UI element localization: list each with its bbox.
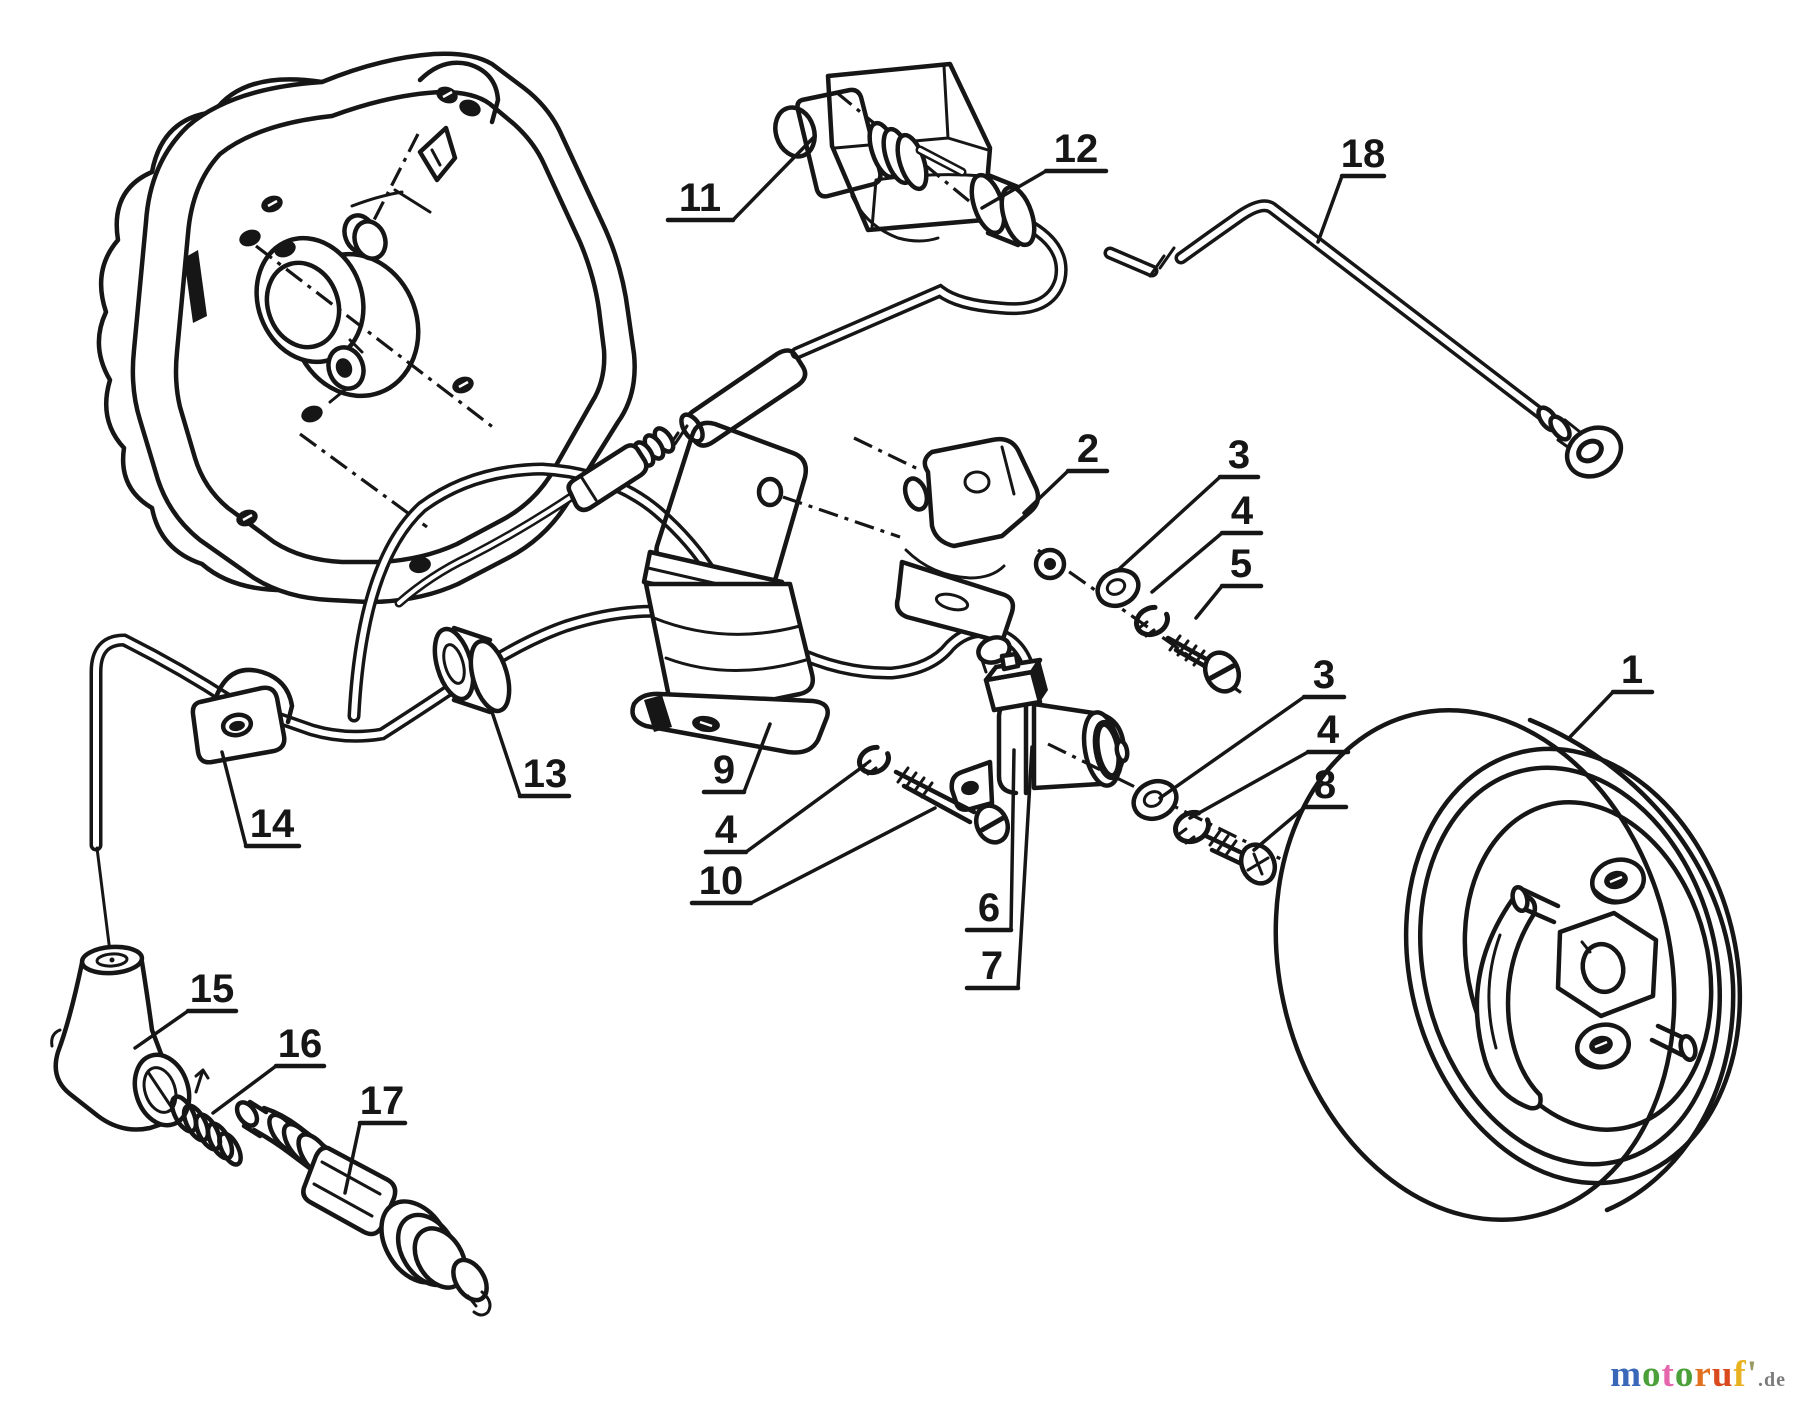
callout-1: 1 xyxy=(1568,648,1655,739)
svg-text:1: 1 xyxy=(1621,648,1643,692)
callout-3b: 3 xyxy=(1158,653,1347,800)
wiring-harness xyxy=(95,181,1549,954)
svg-text:6: 6 xyxy=(978,886,1000,930)
callout-3a: 3 xyxy=(1116,433,1261,572)
ignition-coil xyxy=(630,420,901,755)
flat-washer xyxy=(1095,567,1141,609)
callout-9: 9 xyxy=(701,722,772,795)
svg-text:15: 15 xyxy=(190,967,235,1011)
svg-text:4: 4 xyxy=(1317,708,1340,752)
watermark-suffix: .de xyxy=(1758,1369,1786,1391)
hub-nut-bottom xyxy=(1575,1022,1631,1070)
lock-washer xyxy=(856,744,892,776)
wire-break-ticks xyxy=(1148,246,1176,278)
callout-4b: 4 xyxy=(1188,708,1351,820)
callout-8: 8 xyxy=(1252,763,1349,852)
callout-17: 17 xyxy=(343,1079,408,1195)
callout-16: 16 xyxy=(211,1022,327,1115)
callout-6: 6 xyxy=(964,748,1016,933)
svg-text:14: 14 xyxy=(250,802,295,846)
lead-connector-pieces xyxy=(566,348,808,513)
bolt-holes xyxy=(236,86,481,574)
watermark-logo: motoruf'.de xyxy=(1610,1353,1786,1396)
knurled-adjuster-11 xyxy=(795,87,883,199)
plug-wire-terminal-pin xyxy=(95,846,112,954)
svg-text:12: 12 xyxy=(1054,127,1099,171)
terminal-spring xyxy=(169,1068,243,1167)
callout-2: 2 xyxy=(1022,427,1110,515)
callout-10: 10 xyxy=(689,806,937,906)
svg-text:5: 5 xyxy=(1230,542,1252,586)
knob-end-cap xyxy=(773,105,817,159)
flat-washer xyxy=(1131,778,1179,822)
callout-5: 5 xyxy=(1194,542,1264,620)
lock-washer xyxy=(1133,604,1171,638)
spark-plug-cap xyxy=(50,944,192,1132)
svg-text:7: 7 xyxy=(981,944,1003,988)
callout-4c: 4 xyxy=(703,763,867,855)
callout-4a: 4 xyxy=(1150,489,1264,594)
ring-terminal xyxy=(1536,405,1624,479)
svg-text:18: 18 xyxy=(1341,132,1386,176)
spark-plug xyxy=(234,1099,492,1317)
flywheel xyxy=(1273,708,1743,1222)
callout-7: 7 xyxy=(964,745,1034,991)
svg-text:8: 8 xyxy=(1314,763,1336,807)
svg-text:9: 9 xyxy=(713,748,735,792)
contact-breaker xyxy=(853,436,1244,696)
fasteners-condenser xyxy=(1047,742,1288,886)
flywheel-slot xyxy=(1474,892,1543,1111)
callout-13: 13 xyxy=(490,710,572,799)
screw-8 xyxy=(1203,829,1278,886)
callout-15: 15 xyxy=(133,967,239,1050)
callout-12: 12 xyxy=(980,127,1109,210)
svg-text:2: 2 xyxy=(1077,427,1099,471)
top-unit xyxy=(773,61,1037,248)
direction-arrow xyxy=(194,1068,210,1094)
callout-18: 18 xyxy=(1316,132,1387,244)
fasteners-points xyxy=(1095,567,1242,694)
svg-text:4: 4 xyxy=(1231,489,1254,533)
grommet-13 xyxy=(432,625,512,715)
svg-text:17: 17 xyxy=(360,1079,405,1123)
wire-clamp xyxy=(190,667,295,765)
fasteners-coil xyxy=(856,744,1011,845)
screw-5 xyxy=(1165,634,1242,694)
grommet-12 xyxy=(969,172,1037,248)
hub-nut-top xyxy=(1590,857,1646,905)
svg-text:13: 13 xyxy=(523,752,568,796)
callout-11: 11 xyxy=(665,134,817,223)
condenser xyxy=(949,651,1130,812)
cable-connector xyxy=(566,443,649,513)
svg-text:11: 11 xyxy=(679,176,721,220)
svg-text:4: 4 xyxy=(715,808,738,852)
plug-hex xyxy=(301,1145,398,1237)
screw-10 xyxy=(893,766,1011,845)
callout-14: 14 xyxy=(220,750,302,849)
watermark-word: motoruf' xyxy=(1610,1354,1758,1395)
svg-text:3: 3 xyxy=(1228,433,1250,477)
svg-text:10: 10 xyxy=(699,859,744,903)
lock-washer xyxy=(1172,809,1212,845)
crankcase-drawing xyxy=(96,51,637,605)
svg-text:16: 16 xyxy=(278,1022,323,1066)
svg-text:3: 3 xyxy=(1313,653,1335,697)
